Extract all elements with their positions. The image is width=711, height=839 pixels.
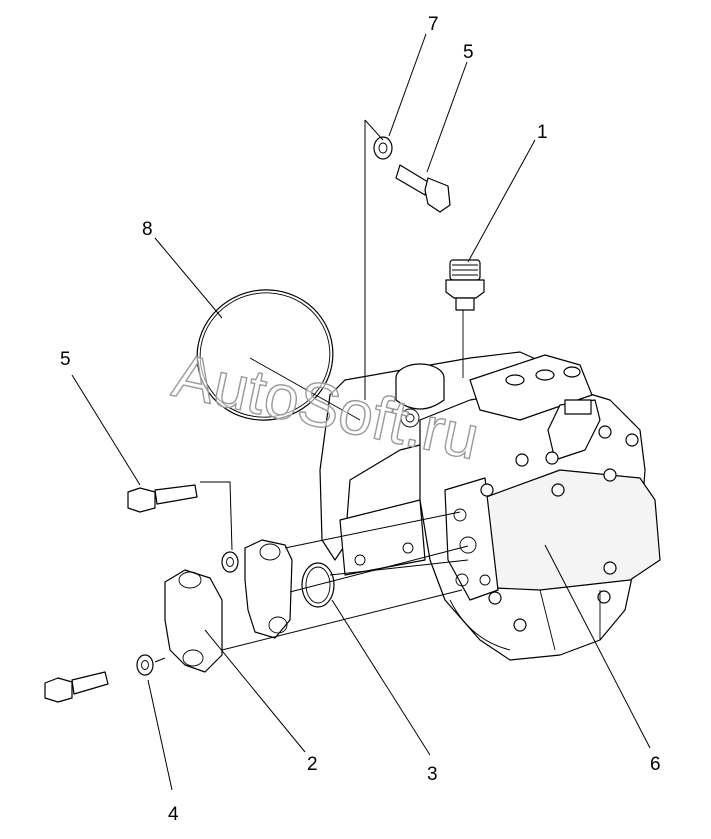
callout-3: 3 [427, 764, 438, 785]
callout-7: 7 [428, 14, 439, 35]
top-bolt-part-5 [395, 164, 451, 213]
callout-5-top: 5 [463, 42, 474, 63]
callout-2: 2 [307, 754, 318, 775]
lower-bolt [44, 671, 109, 703]
callout-5-left: 5 [60, 349, 71, 370]
fitting-part-1 [445, 259, 485, 378]
callout-6: 6 [650, 754, 661, 775]
pump-housing [319, 351, 661, 661]
clamp-flange-part-2 [164, 569, 223, 673]
left-bolt-part-5 [127, 484, 198, 513]
clamp-upper [244, 539, 293, 639]
o-ring-part-8 [196, 289, 361, 421]
washer-part-4 [136, 654, 154, 676]
callout-1: 1 [537, 122, 548, 143]
seal-ring-part-3 [301, 562, 335, 608]
top-washer-part-7 [373, 136, 393, 160]
callout-8: 8 [142, 219, 153, 240]
callout-4: 4 [168, 804, 179, 825]
washer-mid [221, 551, 239, 573]
